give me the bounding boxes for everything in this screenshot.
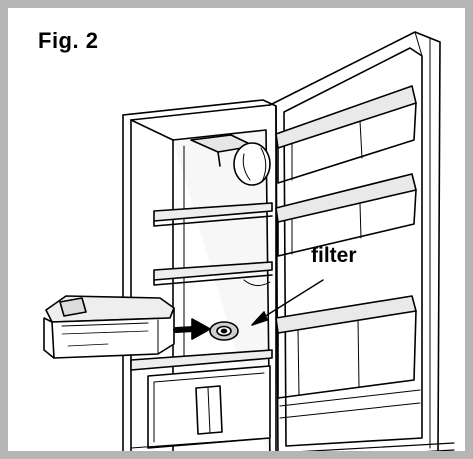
door-bottom-trim xyxy=(300,442,455,451)
refrigerator-illustration xyxy=(43,31,455,451)
glass-shelves xyxy=(130,202,273,449)
callout-leader xyxy=(251,279,324,326)
filter-socket xyxy=(209,321,239,341)
insert-arrow xyxy=(173,318,211,340)
fridge-door xyxy=(269,31,441,451)
figure-label: Fig. 2 xyxy=(38,28,99,53)
filter-cartridge xyxy=(43,295,175,359)
filter-callout-label: filter xyxy=(311,244,357,267)
